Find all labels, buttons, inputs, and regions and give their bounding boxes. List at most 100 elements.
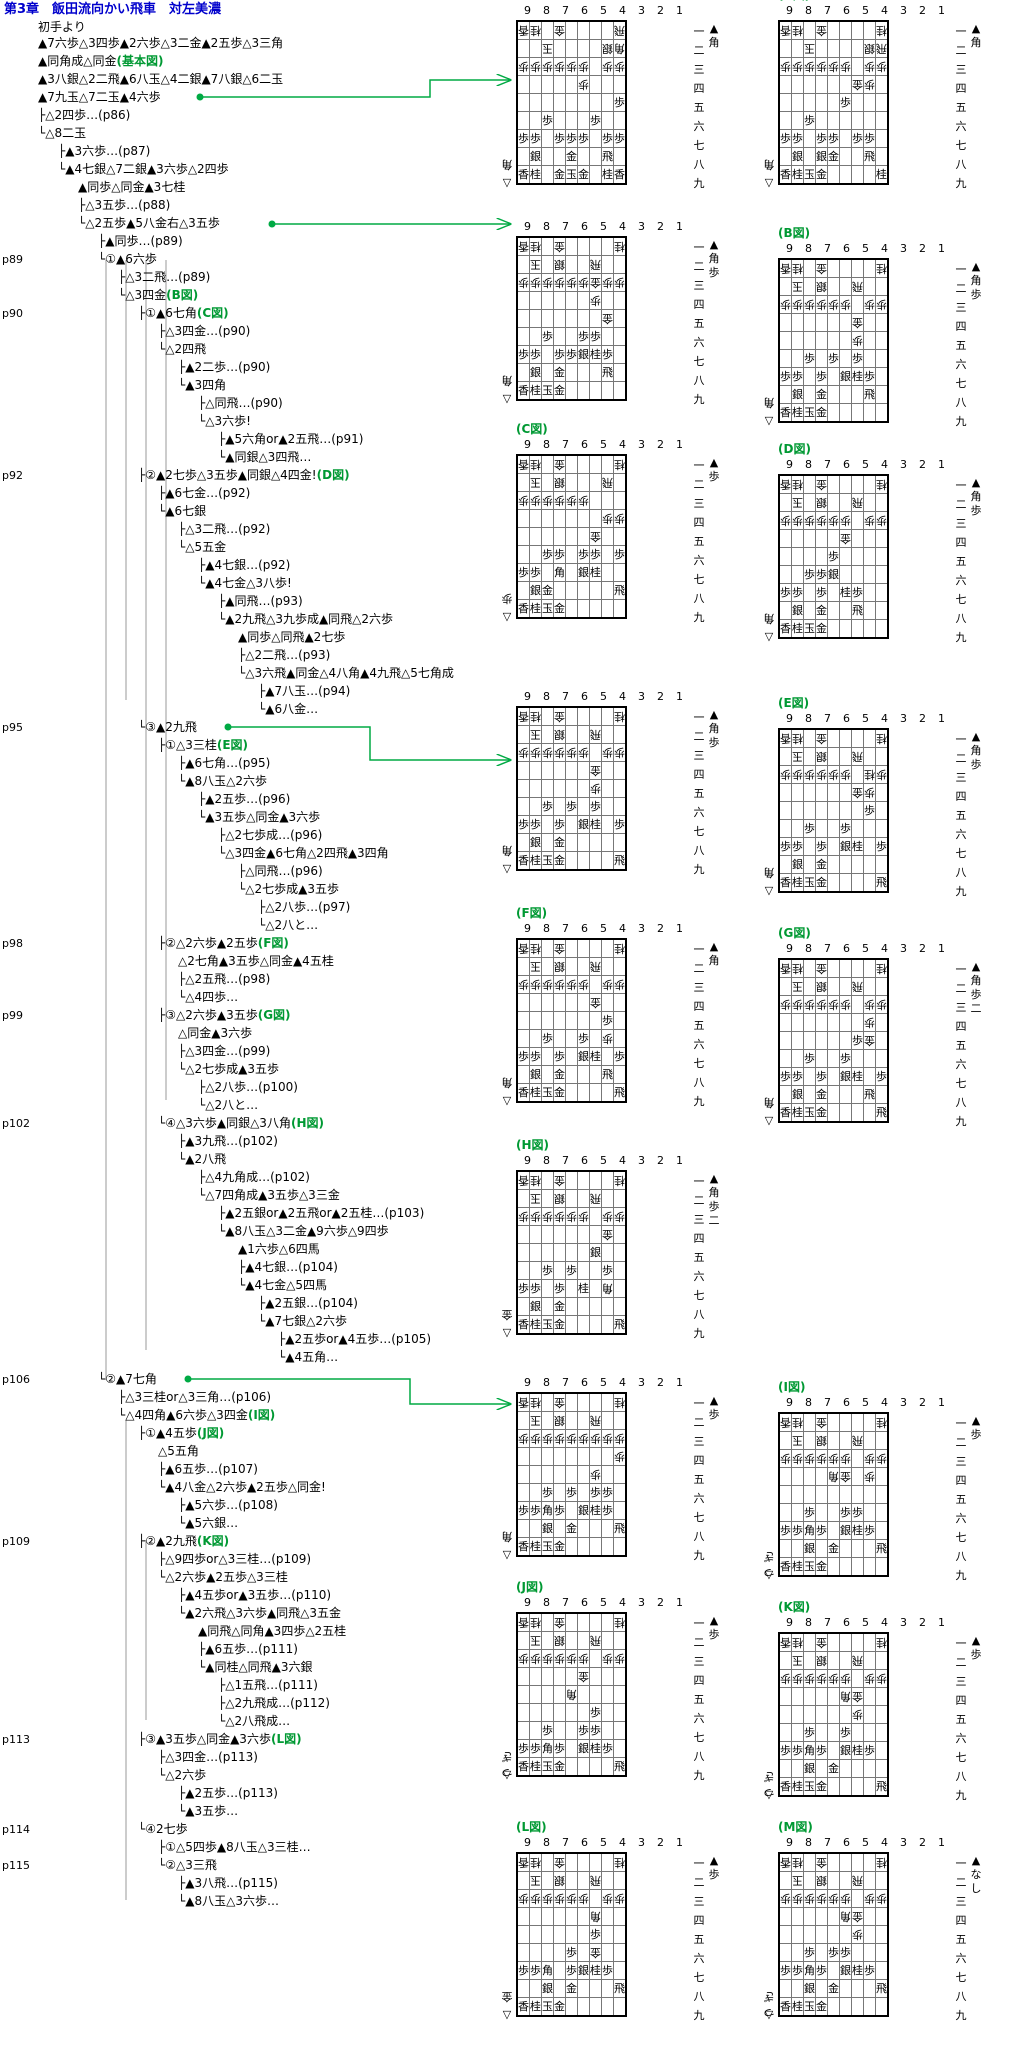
sente-piece: 歩 — [554, 818, 565, 831]
sente-piece: 桂 — [590, 1964, 601, 1977]
board-square — [553, 993, 566, 1012]
board-square: 玉 — [541, 1757, 554, 1777]
diagram-reference: (基本図) — [116, 54, 164, 68]
board-square: 歩 — [791, 1669, 804, 1688]
sente-piece: 飛 — [876, 1542, 887, 1555]
tree-line-text: └△2七歩成▲3五歩 — [238, 882, 339, 896]
board-square — [803, 977, 816, 996]
board-square — [839, 565, 852, 584]
board-square — [839, 1431, 852, 1450]
row-number: 二 — [693, 478, 705, 491]
gote-piece: 玉 — [530, 1192, 541, 1205]
board-square — [863, 93, 876, 112]
gote-piece: 歩 — [852, 1708, 863, 1721]
sente-piece: 歩 — [578, 1724, 589, 1737]
sente-piece: 歩 — [566, 348, 577, 361]
board-square — [778, 601, 792, 620]
board-square — [577, 1997, 590, 2017]
gote-hand-piece: 角 — [763, 158, 775, 171]
gote-piece: 玉 — [530, 476, 541, 489]
board-square: 香 — [778, 728, 792, 748]
board-square — [589, 75, 602, 94]
sente-piece: 銀 — [840, 1524, 851, 1537]
board-square: 歩 — [565, 797, 578, 816]
sente-piece: 金 — [828, 1542, 839, 1555]
sente-piece: 香 — [780, 406, 791, 419]
board-square: 飛 — [601, 147, 614, 166]
gote-piece: 歩 — [816, 60, 827, 73]
gote-hand-marker: ▲ — [971, 960, 981, 973]
board-square — [839, 1979, 852, 1998]
gote-piece: 桂 — [614, 1396, 625, 1409]
tree-line: ▲同角成△同金(基本図) — [38, 54, 163, 69]
column-number: 7 — [824, 712, 831, 725]
board-square: 歩 — [541, 1889, 554, 1908]
gote-hand-piece: 角 — [501, 1076, 513, 1089]
board-square: 歩 — [827, 995, 840, 1014]
board-square: 香 — [516, 1757, 530, 1777]
sente-piece: 銀 — [578, 1964, 589, 1977]
row-number: 九 — [955, 1789, 967, 1802]
gote-piece: 歩 — [614, 276, 625, 289]
sente-piece: 歩 — [530, 1050, 541, 1063]
sente-piece: 歩 — [864, 132, 875, 145]
page-reference: p106 — [2, 1373, 30, 1386]
row-number: 七 — [955, 1751, 967, 1764]
sente-hand-piece: 歩 — [708, 736, 720, 749]
row-number: 二 — [955, 44, 967, 57]
board-square — [516, 1297, 530, 1316]
gote-hand-piece: 金 — [501, 1308, 513, 1321]
board-square: 桂 — [791, 1777, 804, 1797]
tree-line-text: └△2五歩▲5八金右△3五歩 — [78, 216, 220, 230]
board-square: 桂 — [875, 728, 889, 748]
gote-piece: 歩 — [864, 78, 875, 91]
gote-hand-piece: 角 — [763, 612, 775, 625]
board-square: 歩 — [851, 1705, 864, 1724]
board-square: 桂 — [589, 563, 602, 582]
board-square: 金 — [815, 1632, 828, 1652]
gote-piece: 歩 — [578, 746, 589, 759]
gote-piece: 歩 — [566, 276, 577, 289]
board-square — [589, 743, 602, 762]
board-square — [577, 147, 590, 166]
board-square: 玉 — [541, 381, 554, 401]
gote-piece: 玉 — [792, 496, 803, 509]
board-square: 金 — [553, 1297, 566, 1316]
board-square — [589, 509, 602, 528]
board-square: 銀 — [553, 957, 566, 976]
board-square — [863, 1871, 876, 1890]
board-square — [529, 93, 542, 112]
sente-piece: 桂 — [530, 1318, 541, 1331]
board-square: 金 — [589, 273, 602, 292]
board-square — [863, 873, 876, 893]
board-square: 銀 — [577, 563, 590, 582]
board-square — [815, 75, 828, 94]
column-number: 4 — [619, 4, 626, 17]
sente-piece: 銀 — [804, 1762, 815, 1775]
board-square: 金 — [815, 728, 828, 748]
board-square: 歩 — [839, 511, 852, 530]
board-square: 歩 — [803, 511, 816, 530]
sente-piece: 桂 — [852, 1524, 863, 1537]
board-square: 歩 — [601, 1501, 614, 1520]
sente-piece: 桂 — [578, 1282, 589, 1295]
sente-hand-piece: 歩 — [708, 470, 720, 483]
board-square: 角 — [613, 39, 627, 58]
board-square — [516, 291, 530, 310]
tree-line-text: └②▲7七角 — [98, 1372, 157, 1386]
board-square — [875, 1049, 889, 1068]
tree-line-text: └△2四飛 — [158, 342, 207, 356]
board-square: 歩 — [863, 1889, 876, 1908]
board-square: 玉 — [803, 1997, 816, 2017]
board-square — [565, 1997, 578, 2017]
sente-piece: 金 — [816, 1106, 827, 1119]
gote-piece: 玉 — [792, 750, 803, 763]
board-square — [839, 1705, 852, 1724]
board-square — [541, 1411, 554, 1430]
board-square: 銀 — [827, 565, 840, 584]
board-square: 香 — [778, 1412, 792, 1432]
sente-piece: 金 — [554, 1540, 565, 1553]
board-square — [589, 1207, 602, 1226]
sente-piece: 飛 — [876, 876, 887, 889]
board-square — [601, 1925, 614, 1944]
